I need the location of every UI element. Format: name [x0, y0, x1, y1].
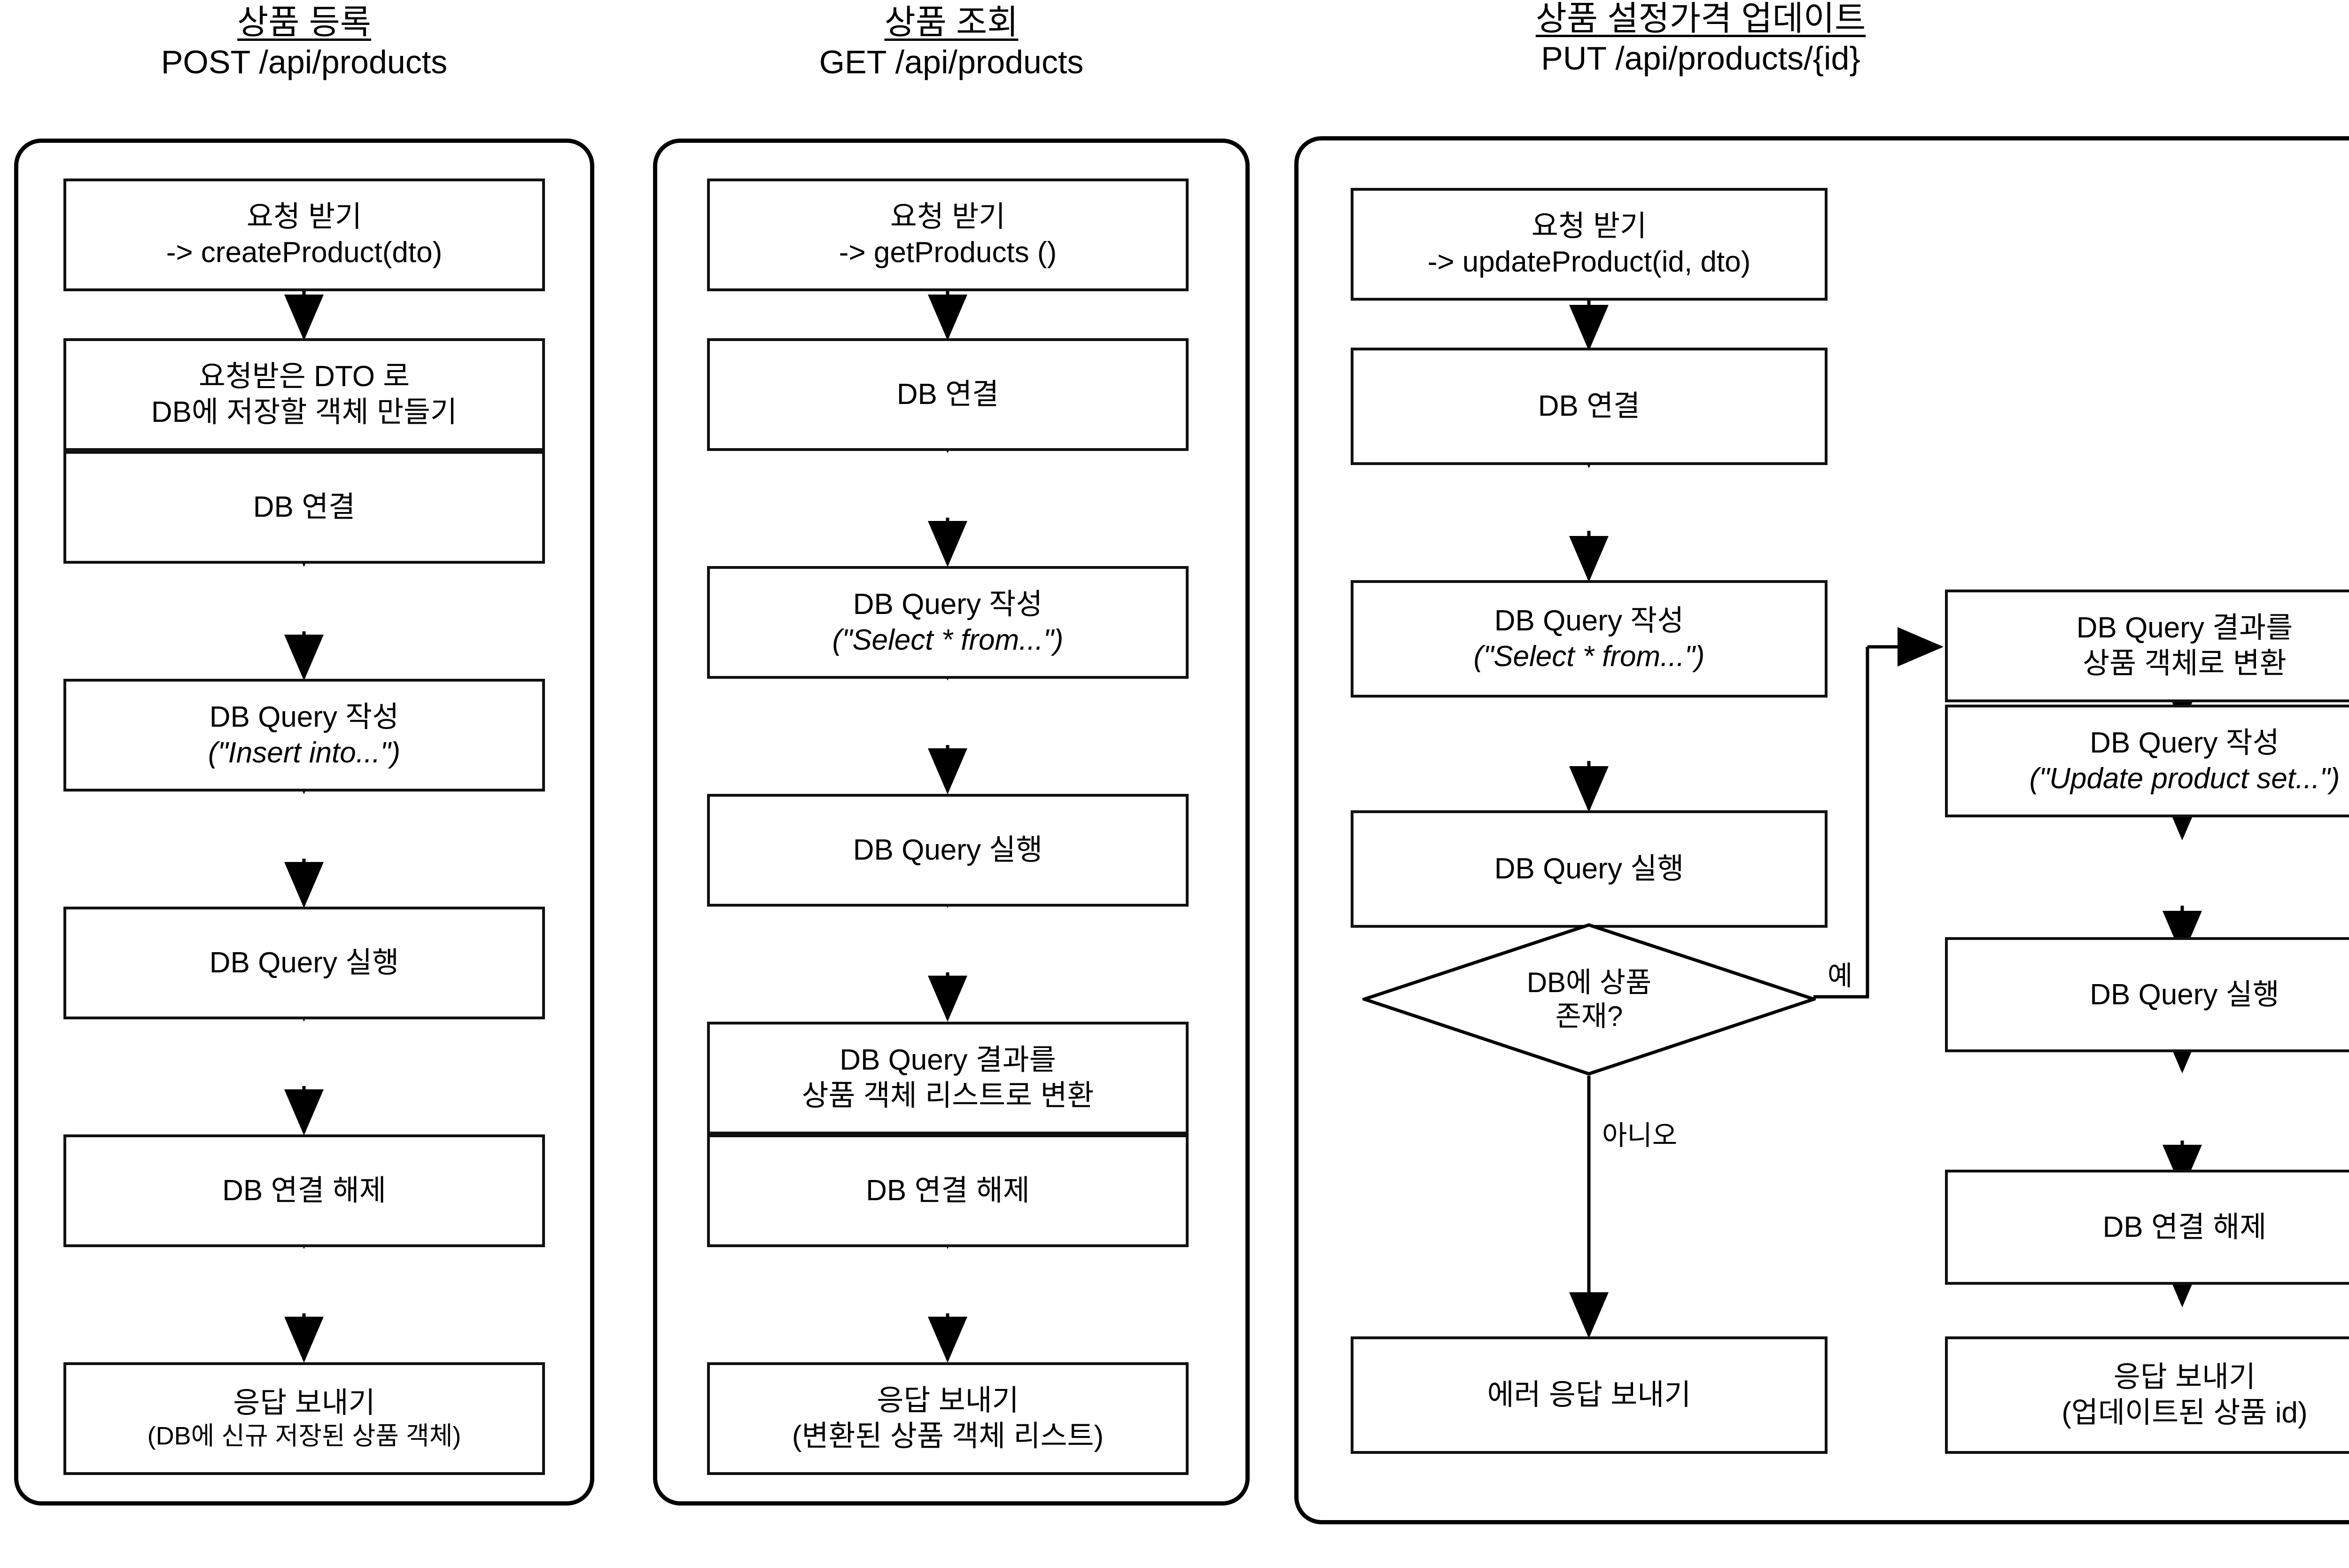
node-line-2: ("Update product set..."): [2029, 762, 2340, 795]
node-line-1: DB 연결: [1538, 390, 1641, 423]
column-title-ko: 상품 설정가격 업데이트: [1535, 0, 1866, 38]
node-update-execute-update-query[interactable]: DB Query 실행: [1945, 937, 2349, 1052]
node-line-2: 상품 객체로 변환: [2083, 647, 2287, 680]
node-line-1: 요청받은 DTO 로: [198, 360, 410, 393]
node-update-execute-db-query[interactable]: DB Query 실행: [1351, 810, 1828, 928]
node-line-1: DB Query 실행: [853, 834, 1043, 867]
node-line-1: 응답 보내기: [2113, 1361, 2256, 1394]
node-read-db-connect[interactable]: DB 연결: [707, 338, 1189, 451]
node-line-2: (DB에 신규 저장된 상품 객체): [147, 1421, 461, 1450]
node-create-db-disconnect[interactable]: DB 연결 해제: [63, 1134, 545, 1247]
column-header-update: 상품 설정가격 업데이트 PUT /api/products/{id}: [1297, 0, 2105, 77]
node-line-1: DB Query 결과를: [840, 1044, 1056, 1077]
node-read-send-response[interactable]: 응답 보내기 (변환된 상품 객체 리스트): [707, 1362, 1189, 1475]
column-header-create: 상품 등록 POST /api/products: [14, 4, 594, 80]
node-read-execute-db-query[interactable]: DB Query 실행: [707, 794, 1189, 907]
node-create-receive-request[interactable]: 요청 받기 -> createProduct(dto): [63, 179, 545, 291]
node-update-send-response[interactable]: 응답 보내기 (업데이트된 상품 id): [1945, 1336, 2349, 1454]
node-line-1: DB Query 작성: [2090, 727, 2279, 760]
node-line-1: DB 연결 해제: [222, 1174, 386, 1207]
node-line-1: DB Query 작성: [209, 701, 399, 734]
column-title-ko: 상품 등록: [237, 4, 371, 41]
node-read-write-db-query[interactable]: DB Query 작성 ("Select * from..."): [707, 566, 1189, 679]
node-line-1: DB 연결: [253, 491, 356, 524]
node-create-execute-db-query[interactable]: DB Query 실행: [63, 907, 545, 1019]
node-create-db-connect[interactable]: DB 연결: [63, 451, 545, 564]
group-container-read: [653, 139, 1250, 1506]
node-line-1: 요청 받기: [1531, 210, 1647, 243]
node-update-send-error-response[interactable]: 에러 응답 보내기: [1351, 1336, 1828, 1454]
node-line-2: ("Select * from..."): [1473, 640, 1705, 673]
node-line-2: 상품 객체 리스트로 변환: [801, 1079, 1094, 1112]
node-line-1: DB 연결 해제: [2102, 1211, 2267, 1243]
node-line-2: (업데이트된 상품 id): [2061, 1397, 2308, 1429]
node-line-2: -> createProduct(dto): [166, 236, 443, 269]
node-update-write-db-query[interactable]: DB Query 작성 ("Select * from..."): [1351, 580, 1828, 698]
node-read-receive-request[interactable]: 요청 받기 -> getProducts (): [707, 179, 1189, 291]
decision-line-2: 존재?: [1555, 1000, 1623, 1032]
node-update-write-update-query[interactable]: DB Query 작성 ("Update product set..."): [1945, 705, 2349, 817]
node-line-1: DB Query 실행: [2090, 978, 2279, 1011]
group-container-update: [1294, 136, 2349, 1524]
node-line-1: DB Query 실행: [209, 947, 399, 979]
node-update-receive-request[interactable]: 요청 받기 -> updateProduct(id, dto): [1351, 188, 1828, 301]
node-line-2: DB에 저장할 객체 만들기: [151, 396, 458, 428]
node-update-db-connect[interactable]: DB 연결: [1351, 348, 1828, 465]
node-update-db-disconnect[interactable]: DB 연결 해제: [1945, 1170, 2349, 1285]
column-header-read: 상품 조회 GET /api/products: [653, 4, 1250, 80]
node-line-1: 응답 보내기: [877, 1384, 1019, 1417]
node-line-2: -> getProducts (): [839, 236, 1057, 269]
column-endpoint: GET /api/products: [819, 43, 1084, 80]
node-line-2: (변환된 상품 객체 리스트): [792, 1420, 1104, 1452]
node-line-2: ("Select * from..."): [832, 624, 1064, 656]
column-title-ko: 상품 조회: [884, 4, 1019, 41]
node-line-1: 응답 보내기: [233, 1387, 375, 1420]
node-line-1: 에러 응답 보내기: [1487, 1379, 1691, 1412]
node-line-2: ("Insert into..."): [208, 737, 401, 769]
node-line-1: 요청 받기: [890, 201, 1006, 233]
node-update-product-exists-decision[interactable]: DB에 상품 존재?: [1362, 923, 1816, 1076]
node-line-1: DB Query 실행: [1494, 853, 1684, 885]
branch-label-no: 아니오: [1602, 1120, 1678, 1151]
decision-label: DB에 상품 존재?: [1362, 923, 1816, 1076]
node-line-1: DB Query 작성: [1494, 605, 1684, 637]
node-line-1: DB 연결 해제: [866, 1174, 1030, 1207]
column-endpoint: PUT /api/products/{id}: [1541, 39, 1860, 77]
node-line-1: DB Query 결과를: [2076, 612, 2293, 644]
node-create-build-entity-from-dto[interactable]: 요청받은 DTO 로 DB에 저장할 객체 만들기: [63, 338, 545, 451]
node-line-2: -> updateProduct(id, dto): [1427, 246, 1751, 278]
column-endpoint: POST /api/products: [161, 43, 448, 80]
node-read-db-disconnect[interactable]: DB 연결 해제: [707, 1134, 1189, 1247]
group-container-create: [14, 139, 594, 1506]
node-create-send-response[interactable]: 응답 보내기 (DB에 신규 저장된 상품 객체): [63, 1362, 545, 1475]
decision-line-1: DB에 상품: [1526, 966, 1652, 998]
node-create-write-db-query[interactable]: DB Query 작성 ("Insert into..."): [63, 679, 545, 792]
node-line-1: 요청 받기: [246, 201, 362, 233]
node-read-map-result-to-list[interactable]: DB Query 결과를 상품 객체 리스트로 변환: [707, 1022, 1189, 1134]
node-line-1: DB 연결: [896, 378, 999, 411]
branch-label-yes: 예: [1828, 961, 1853, 991]
diamond-shape: [1362, 923, 1816, 1076]
node-line-1: DB Query 작성: [853, 588, 1043, 621]
node-update-map-result-to-object[interactable]: DB Query 결과를 상품 객체로 변환: [1945, 590, 2349, 702]
